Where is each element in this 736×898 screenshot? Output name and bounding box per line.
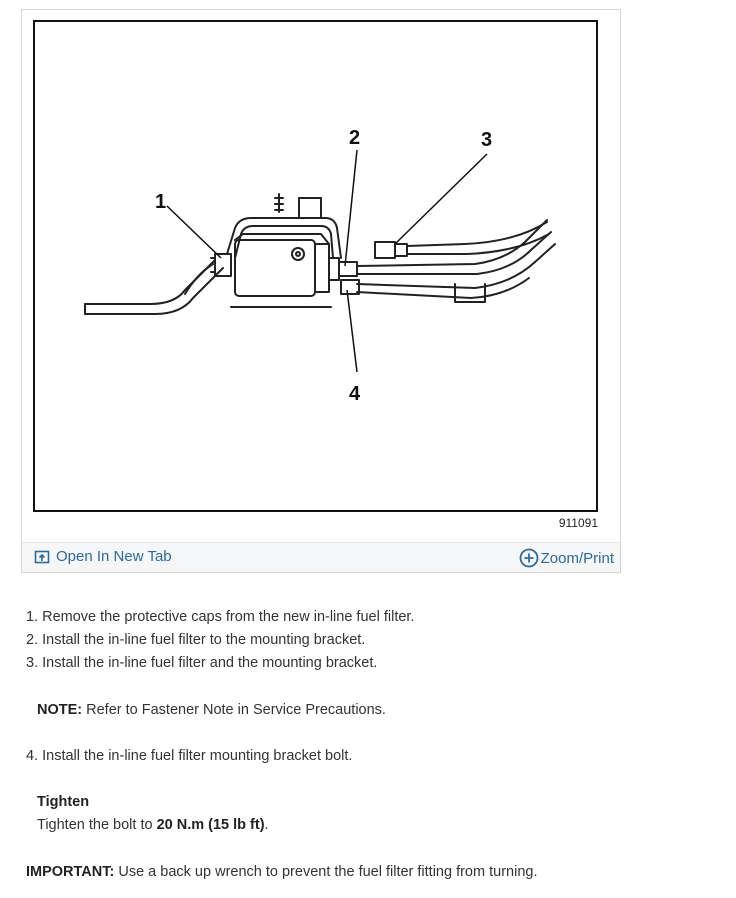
fuel-filter-drawing: 1 2 3 4 [84,127,556,405]
plus-circle-icon [519,548,539,568]
step-1: 1. Remove the protective caps from the n… [26,609,415,625]
callout-3: 3 [481,129,492,151]
open-new-tab-icon [34,550,50,563]
fastener-note: NOTE: Refer to Fastener Note in Service … [37,702,386,718]
step-4: 4. Install the in-line fuel filter mount… [26,748,353,764]
important-notice: IMPORTANT: Use a back up wrench to preve… [26,861,537,884]
figure-id: 911091 [558,516,598,530]
callout-2: 2 [349,127,360,149]
note-text: Refer to Fastener Note in Service Precau… [82,702,386,718]
steps-list: 1. Remove the protective caps from the n… [26,606,414,675]
figure-toolbar: Open In New Tab Zoom/Print [22,542,620,572]
step-2: 2. Install the in-line fuel filter to th… [26,632,366,648]
note-label: NOTE: [37,702,83,718]
step-3: 3. Install the in-line fuel filter and t… [26,655,378,671]
tighten-text-after: . [264,817,269,833]
zoom-print-link[interactable]: Zoom/Print [519,548,614,568]
tighten-heading: Tighten [37,794,89,810]
fuel-filter-illustration[interactable]: 1 2 3 4 [33,20,598,512]
important-label: IMPORTANT: [26,864,115,880]
figure-card: 1 2 3 4 911091 Open In New Tab Zoom/Prin… [21,9,621,573]
open-in-new-tab-link[interactable]: Open In New Tab [34,548,172,565]
tighten-label: Tighten [37,794,90,810]
open-in-new-tab-label: Open In New Tab [56,548,172,565]
step-4-block: 4. Install the in-line fuel filter mount… [26,745,352,768]
callout-4: 4 [349,383,361,405]
tighten-text-before: Tighten the bolt to [37,817,157,833]
torque-value: 20 N.m (15 lb ft) [156,817,265,833]
important-text: Use a back up wrench to prevent the fuel… [114,864,538,880]
zoom-print-label: Zoom/Print [540,549,614,567]
tighten-spec: Tighten the bolt to 20 N.m (15 lb ft). [37,817,269,833]
callout-1: 1 [155,191,166,213]
